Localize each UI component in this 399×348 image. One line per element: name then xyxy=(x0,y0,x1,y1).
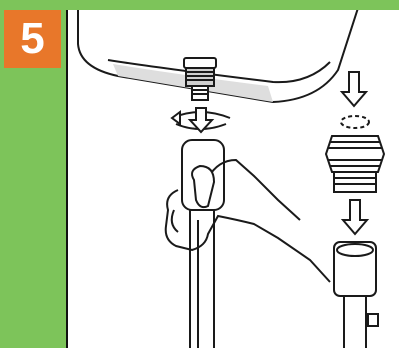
illustration-svg xyxy=(68,10,399,348)
tank-base xyxy=(78,10,358,102)
step-number-badge: 5 xyxy=(4,10,61,68)
threaded-inlet-nut xyxy=(184,58,216,100)
adapter-fitting xyxy=(326,116,384,192)
illustration-panel xyxy=(66,10,399,348)
hose-connector xyxy=(334,242,378,348)
